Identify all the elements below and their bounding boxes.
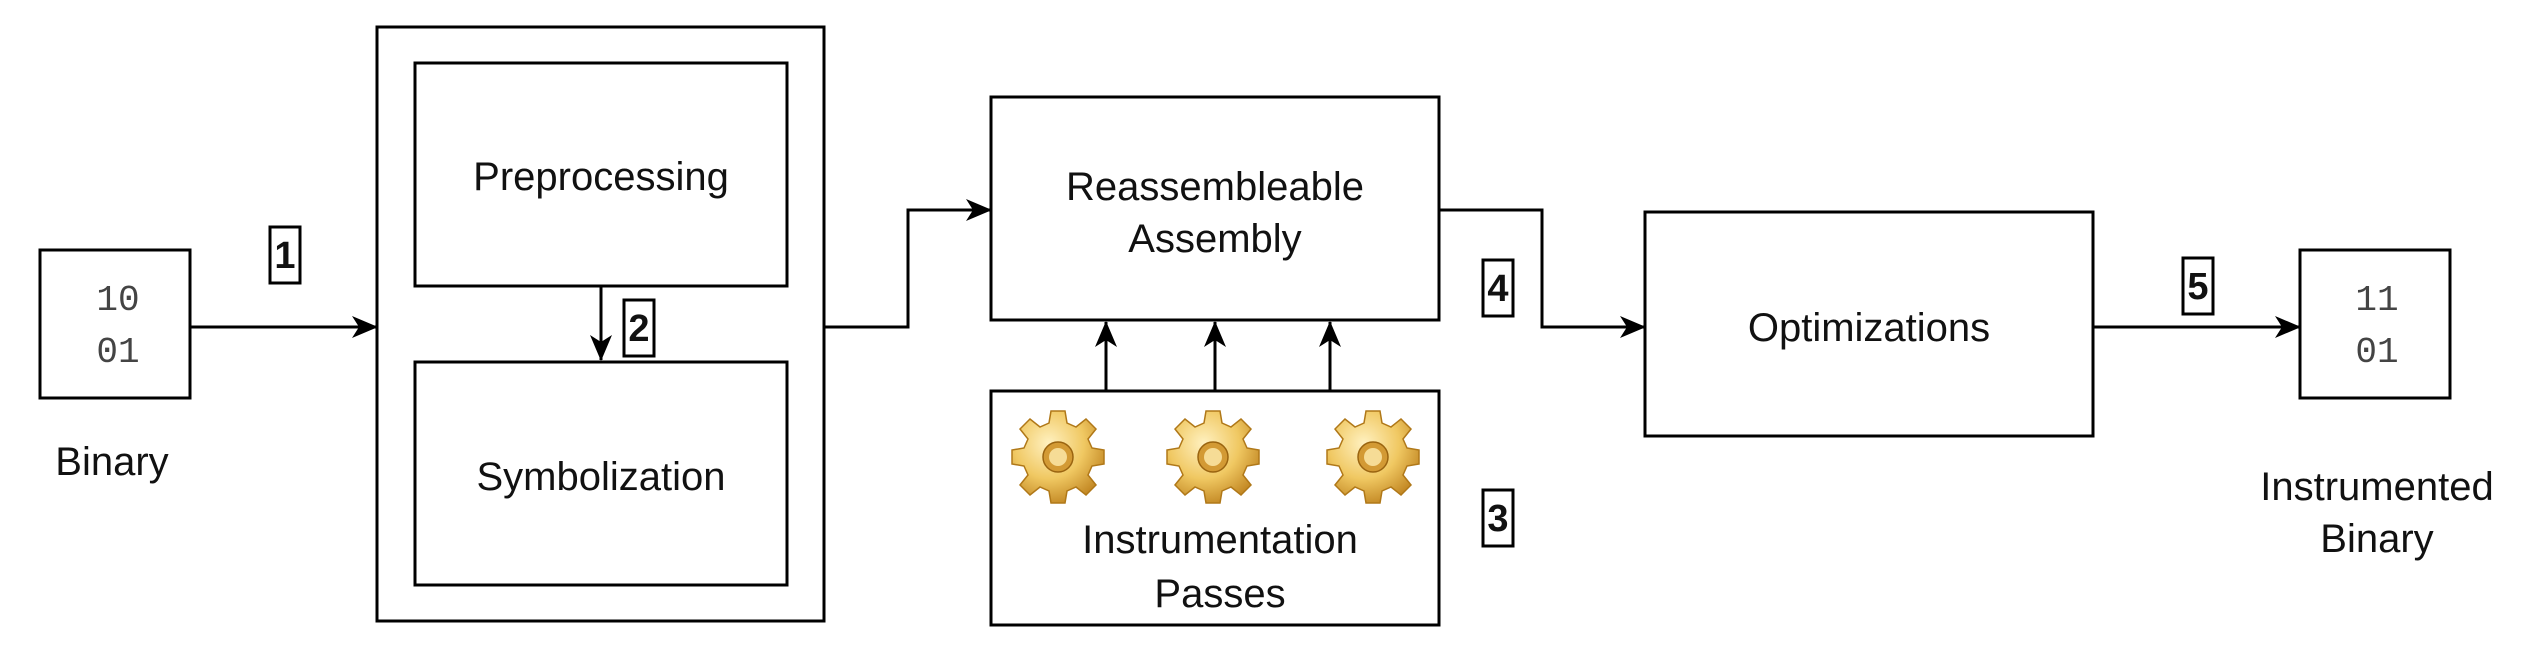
output-binary-box: [2298, 248, 2452, 400]
step-4-label: 4: [1487, 268, 1508, 310]
gear-icon: [1011, 410, 1105, 504]
step-3-badge: 3: [1481, 488, 1515, 548]
step-4-badge: 4: [1481, 258, 1515, 318]
reassembleable-label-line2: Assembly: [1128, 217, 1301, 261]
symbolization-box: [413, 360, 789, 587]
gear-icon: [1326, 410, 1420, 504]
preprocessing-label: Preprocessing: [473, 155, 729, 199]
input-bits-line2: 01: [96, 332, 139, 373]
input-binary-box: [38, 248, 192, 400]
reassembleable-assembly-node: Reassembleable Assembly: [989, 95, 1441, 322]
instrumentation-label-line1: Instrumentation: [1082, 518, 1358, 562]
output-bits-line1: 11: [2355, 280, 2398, 321]
input-binary-node: 10 01 Binary: [38, 248, 192, 484]
step-2-badge: 2: [622, 298, 656, 358]
step-2-label: 2: [628, 308, 649, 350]
output-bits-line2: 01: [2355, 332, 2398, 373]
output-binary-node: 11 01 Instrumented Binary: [2260, 248, 2494, 561]
arrow-reassembleable-to-optimizations: [1439, 208, 1646, 338]
step-1-label: 1: [274, 235, 295, 277]
step-5-label: 5: [2187, 266, 2208, 308]
reassembleable-label-line1: Reassembleable: [1066, 165, 1364, 209]
input-binary-label: Binary: [55, 440, 168, 484]
output-binary-label-line2: Binary: [2320, 517, 2433, 561]
step-3-label: 3: [1487, 498, 1508, 540]
optimizations-node: Optimizations: [1643, 210, 2095, 438]
symbolization-node: Symbolization: [413, 360, 789, 587]
instrumentation-passes-node: Instrumentation Passes: [989, 321, 1441, 627]
gear-icon: [1166, 410, 1260, 504]
optimizations-label: Optimizations: [1748, 306, 1990, 350]
instrumentation-label-line2: Passes: [1154, 572, 1285, 616]
step-5-badge: 5: [2181, 256, 2215, 316]
step-1-badge: 1: [268, 225, 302, 285]
arrow-frontend-to-reassembleable: [824, 199, 992, 329]
optimizations-box: [1643, 210, 2095, 438]
preprocessing-node: Preprocessing: [413, 61, 789, 288]
symbolization-label: Symbolization: [476, 455, 725, 499]
reassembleable-assembly-box: [989, 95, 1441, 322]
input-bits-line1: 10: [96, 280, 139, 321]
frontend-container: Preprocessing 2 Symbolization: [375, 25, 826, 623]
output-binary-label-line1: Instrumented: [2260, 465, 2493, 509]
